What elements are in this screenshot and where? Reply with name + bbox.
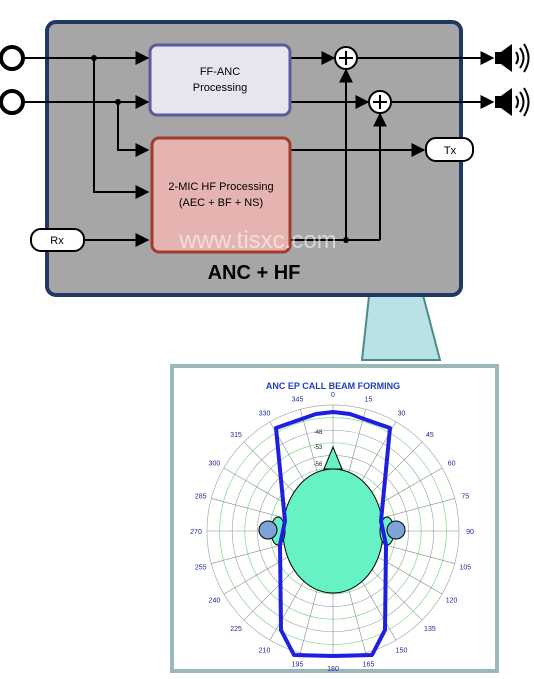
ff-anc-box (148, 43, 292, 117)
mic-icon-bottom (0, 89, 25, 115)
hf-processing-box (150, 136, 292, 254)
polar-angle-label: 120 (446, 598, 458, 605)
left-earbud (258, 520, 278, 540)
mic-icon-top (0, 45, 25, 71)
ff-anc-label-line1: FF-ANC (200, 66, 240, 78)
tx-pill (425, 137, 474, 162)
signal-lines (23, 51, 495, 247)
junction-dot (115, 99, 121, 105)
polar-angle-label: 285 (195, 494, 207, 501)
beam-pattern (274, 410, 392, 658)
ff-anc-label-line2: Processing (193, 82, 247, 94)
polar-radial-label: -48 (314, 430, 323, 436)
polar-angle-label: 105 (459, 565, 471, 572)
polar-angle-label: 330 (259, 410, 271, 417)
polar-angle-label: 225 (230, 626, 242, 633)
polar-angle-label: 135 (424, 626, 436, 633)
polar-angle-label: 30 (398, 410, 406, 417)
polar-angle-label: 270 (190, 529, 202, 536)
rx-label: Rx (50, 235, 64, 247)
polar-angle-label: 15 (365, 397, 373, 404)
polar-angle-labels: 0 15 30 45 60 75 90 105 120 135 150 165 180 195 210 225… (190, 392, 474, 673)
polar-angle-label: 90 (466, 529, 474, 536)
polar-angle-label: 60 (448, 461, 456, 468)
polar-radial-labels: -48 -53 -56 (314, 430, 323, 468)
watermark: www.tisxc.com (178, 227, 336, 254)
sum-node-bottom (368, 90, 392, 114)
polar-angle-label: 315 (230, 432, 242, 439)
polar-radial-label: -53 (314, 445, 323, 451)
polar-title: ANC EP CALL BEAM FORMING (266, 381, 400, 391)
polar-angle-label: 165 (363, 661, 375, 668)
polar-angle-label: 0 (331, 392, 335, 399)
hf-label-line1: 2-MIC HF Processing (168, 181, 273, 193)
polar-angle-label: 255 (195, 565, 207, 572)
polar-angle-label: 180 (327, 666, 339, 673)
block-title: ANC + HF (208, 262, 301, 284)
hf-label-line2: (AEC + BF + NS) (179, 197, 263, 209)
polar-angle-label: 300 (209, 461, 221, 468)
head (282, 468, 384, 594)
polar-angle-label: 240 (209, 598, 221, 605)
right-earbud (386, 520, 406, 540)
tx-label: Tx (444, 145, 457, 157)
junction-dot (91, 55, 97, 61)
sum-node-top (334, 46, 358, 70)
speaker-icon-bottom (495, 87, 530, 117)
polar-radial-label: -56 (314, 462, 323, 468)
polar-angle-label: 75 (461, 494, 469, 501)
polar-angle-label: 150 (396, 648, 408, 655)
rx-pill (30, 228, 85, 252)
polar-angle-label: 345 (292, 397, 304, 404)
polar-angle-label: 45 (426, 432, 434, 439)
speaker-icon-top (495, 43, 530, 73)
polar-angle-label: 195 (292, 661, 304, 668)
junction-dot (343, 237, 349, 243)
polar-angle-label: 210 (259, 648, 271, 655)
